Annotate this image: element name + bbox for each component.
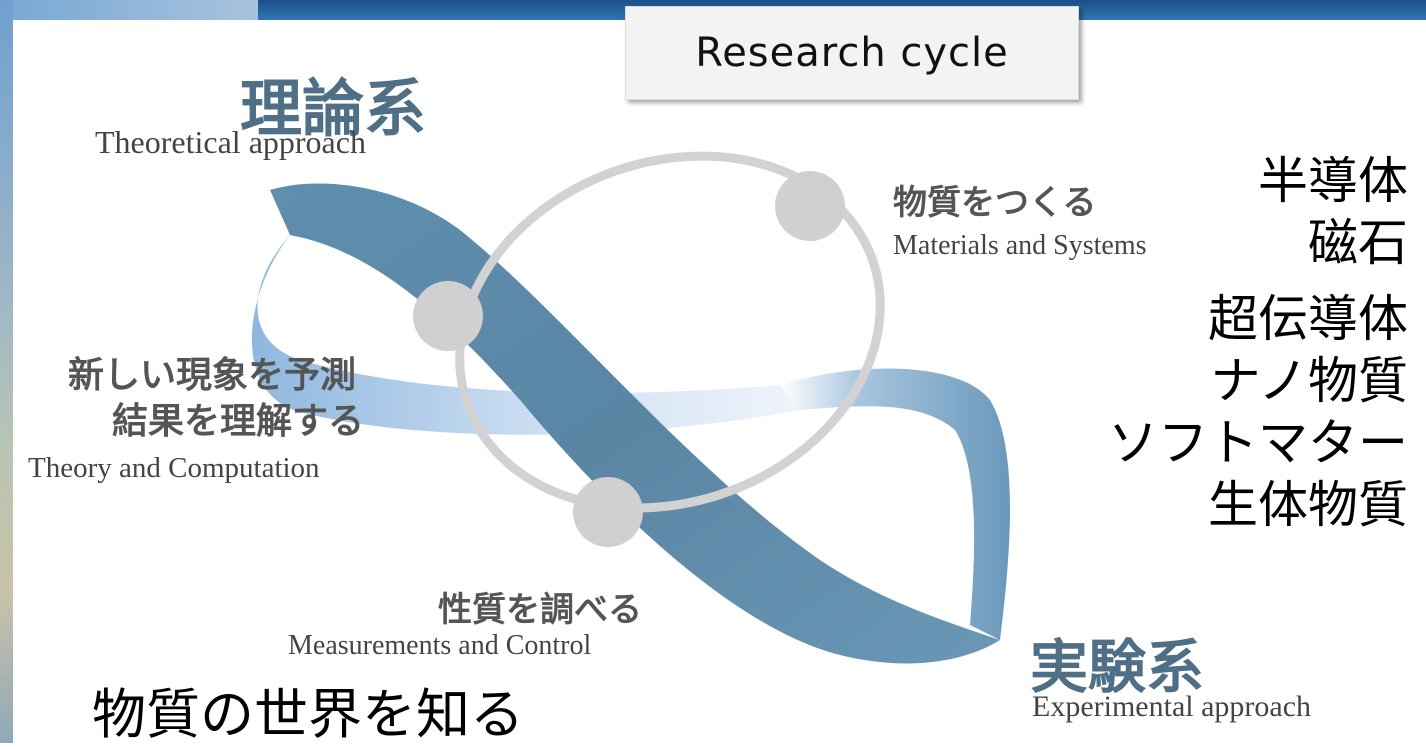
material-item: 半導体 [1258, 152, 1408, 210]
material-item: 磁石 [1308, 214, 1408, 272]
experiment-heading: 実験系 [1030, 633, 1205, 701]
materials-list: 半導体 磁石 超伝導体 ナノ物質 ソフトマター 生体物質 [1108, 150, 1408, 536]
measure-label-en: Measurements and Control [288, 630, 592, 661]
make-label: 物質をつくる [893, 183, 1097, 223]
research-cycle-title: Research cycle [695, 30, 1009, 76]
ribbon-back-band [251, 235, 800, 435]
theory-label-line2: 結果を理解する [112, 401, 365, 442]
theory-label-line1: 新しい現象を予測 [68, 355, 357, 396]
footer-caption: 物質の世界を知る [92, 683, 524, 746]
material-item: ソフトマター [1108, 414, 1408, 472]
material-item: 超伝導体 [1208, 290, 1408, 348]
ribbon-right-band [780, 368, 1010, 640]
material-item: 生体物質 [1208, 476, 1408, 534]
node-make-materials [775, 171, 845, 241]
make-label-en: Materials and Systems [893, 230, 1147, 261]
research-cycle-title-box: Research cycle [625, 6, 1079, 100]
experiment-subheading: Experimental approach [1032, 690, 1312, 723]
measure-label: 性質を調べる [438, 590, 642, 630]
theory-subheading: Theoretical approach [95, 124, 366, 160]
node-theory [413, 281, 483, 351]
theory-heading: 理論系 [240, 72, 427, 145]
theory-label-en: Theory and Computation [28, 452, 320, 484]
material-item: ナノ物質 [1210, 352, 1409, 410]
research-ring [455, 151, 885, 513]
left-edge-strip [0, 0, 13, 743]
node-measure [573, 477, 643, 547]
top-left-strip [13, 0, 258, 20]
